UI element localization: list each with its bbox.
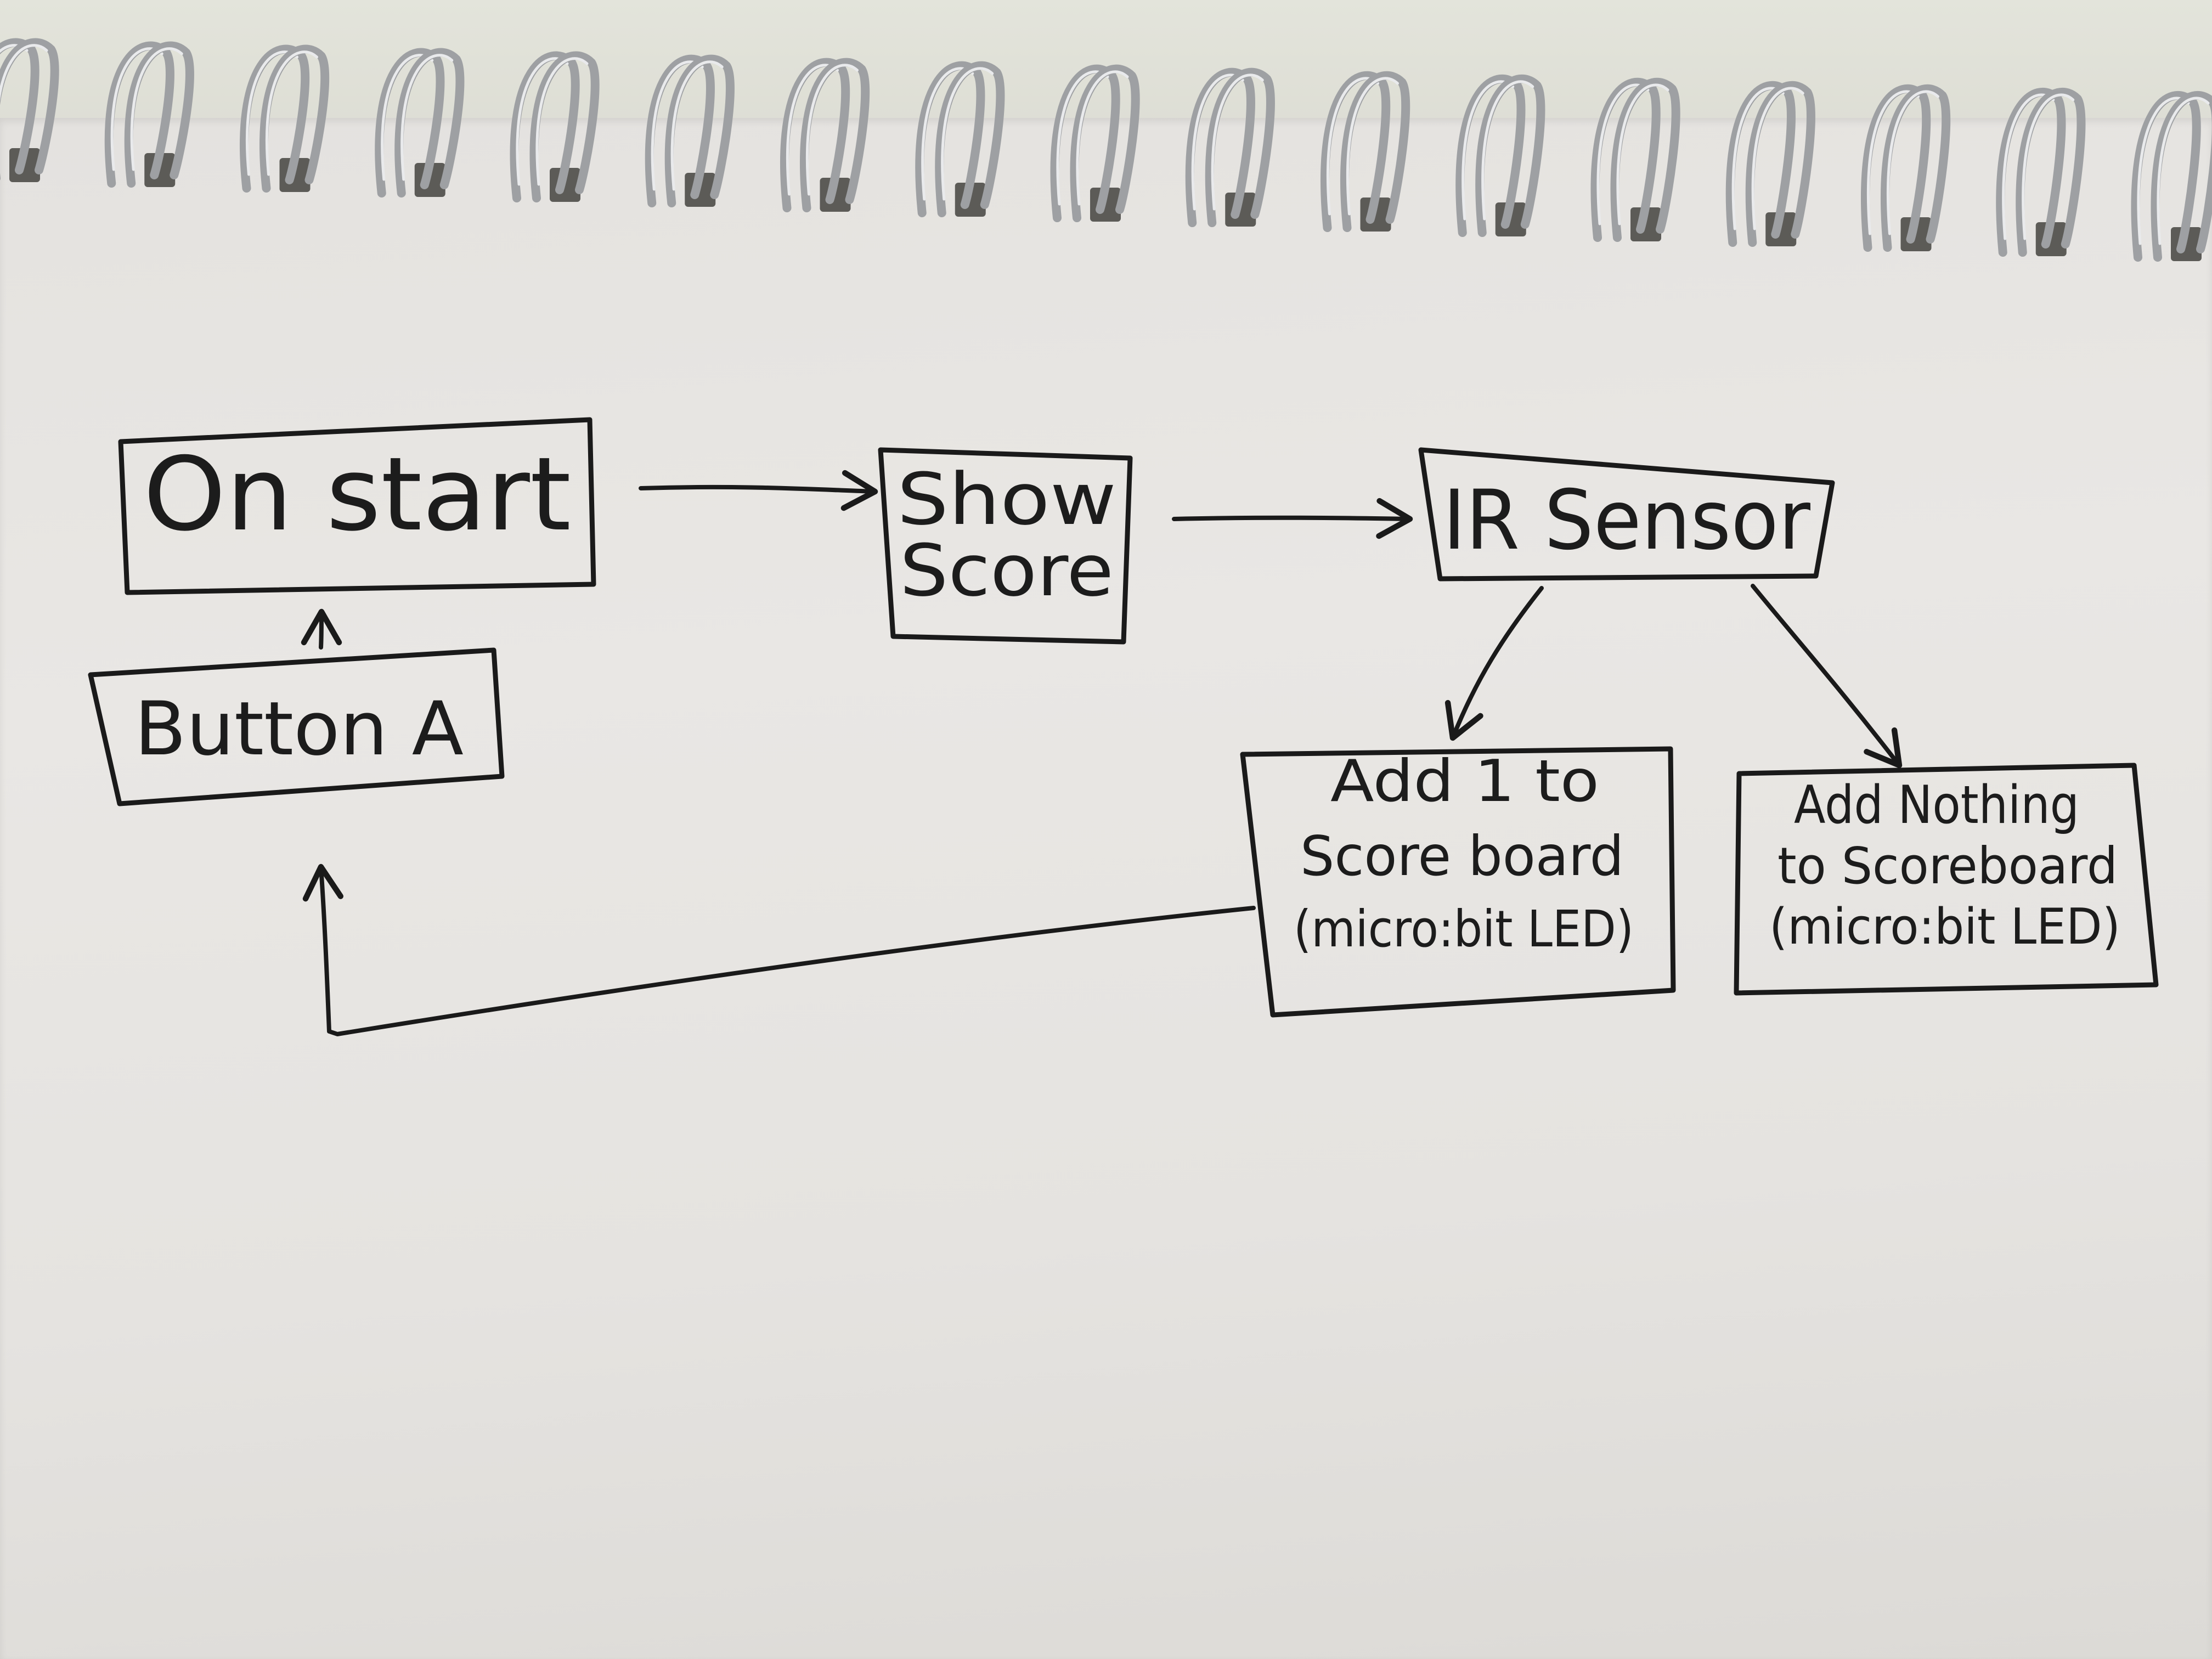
edge-show-score-to-ir-sensor xyxy=(1172,498,1413,539)
spiral-ring xyxy=(1455,74,1545,237)
node-add-nothing-line-3: (micro:bit LED) xyxy=(1769,898,2120,956)
node-add-nothing-box xyxy=(1734,763,2159,996)
node-ir-sensor-line-1: IR Sensor xyxy=(1443,473,1810,568)
notebook-page xyxy=(0,118,2212,1659)
node-add-one-line-2: Score board xyxy=(1300,824,1624,888)
spiral-ring xyxy=(240,44,330,193)
spiral-ring xyxy=(510,51,600,202)
node-button-a-line-1: Button A xyxy=(134,686,464,772)
node-add-one: Add 1 to Score board (micro:bit LED) xyxy=(1240,746,1676,1018)
edges-layer xyxy=(301,470,1903,1036)
spiral-binding xyxy=(0,38,2212,262)
node-button-a-box xyxy=(88,647,505,806)
spiral-ring xyxy=(1321,71,1410,232)
node-on-start: On start xyxy=(118,417,596,595)
edge-on-start-to-show-score xyxy=(639,470,878,511)
spiral-ring xyxy=(645,54,735,207)
edge-ir-sensor-to-add-nothing xyxy=(1751,584,1903,769)
node-add-one-line-3: (micro:bit LED) xyxy=(1294,900,1634,958)
spiral-ring xyxy=(915,61,1005,217)
node-ir-sensor: IR Sensor xyxy=(1418,447,1835,582)
node-show-score-line-2: Score xyxy=(900,529,1114,612)
spiral-ring xyxy=(375,48,465,198)
spiral-ring xyxy=(1861,84,1951,252)
spiral-ring xyxy=(2131,91,2212,262)
spiral-ring xyxy=(0,38,59,182)
edge-add-one-to-button-a xyxy=(302,864,1256,1036)
nodes-layer: On start Show Score IR Sensor Button A A… xyxy=(88,417,2159,1018)
node-button-a: Button A xyxy=(88,647,505,806)
spiral-ring xyxy=(1050,64,1140,222)
node-on-start-line-1: On start xyxy=(143,435,571,554)
node-show-score-line-1: Show xyxy=(897,458,1116,541)
node-show-score-box xyxy=(878,447,1133,645)
spiral-ring xyxy=(780,58,870,212)
node-on-start-box xyxy=(118,417,596,595)
spiral-ring xyxy=(104,41,194,188)
node-add-nothing-line-2: to Scoreboard xyxy=(1778,837,2118,895)
node-add-one-box xyxy=(1240,746,1676,1018)
node-ir-sensor-box xyxy=(1418,447,1835,582)
spiral-ring xyxy=(1725,81,1815,247)
spiral-ring xyxy=(1996,87,2086,257)
node-add-one-line-1: Add 1 to xyxy=(1330,748,1599,815)
node-add-nothing-line-1: Add Nothing xyxy=(1794,775,2079,836)
node-show-score: Show Score xyxy=(878,447,1133,645)
node-add-nothing: Add Nothing to Scoreboard (micro:bit LED… xyxy=(1734,763,2159,996)
spiral-ring xyxy=(1185,67,1275,227)
edge-ir-sensor-to-add-one xyxy=(1444,586,1544,741)
spiral-ring xyxy=(1590,77,1680,242)
